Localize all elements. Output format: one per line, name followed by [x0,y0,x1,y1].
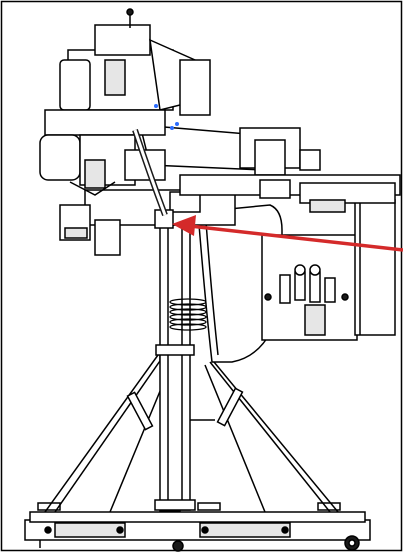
upper-beam [139,124,401,213]
support-column [154,224,196,511]
coiled-air-hose [169,250,207,331]
sewing-head [39,8,211,196]
tripod-legs [44,354,339,513]
cable-chain [132,129,168,217]
filter-regulator-units [264,264,349,336]
detail-dots [154,104,179,130]
arrow-icon [172,215,403,252]
caster-wheels [172,535,360,552]
machine-base [24,511,371,548]
safety-shroud [197,204,283,363]
